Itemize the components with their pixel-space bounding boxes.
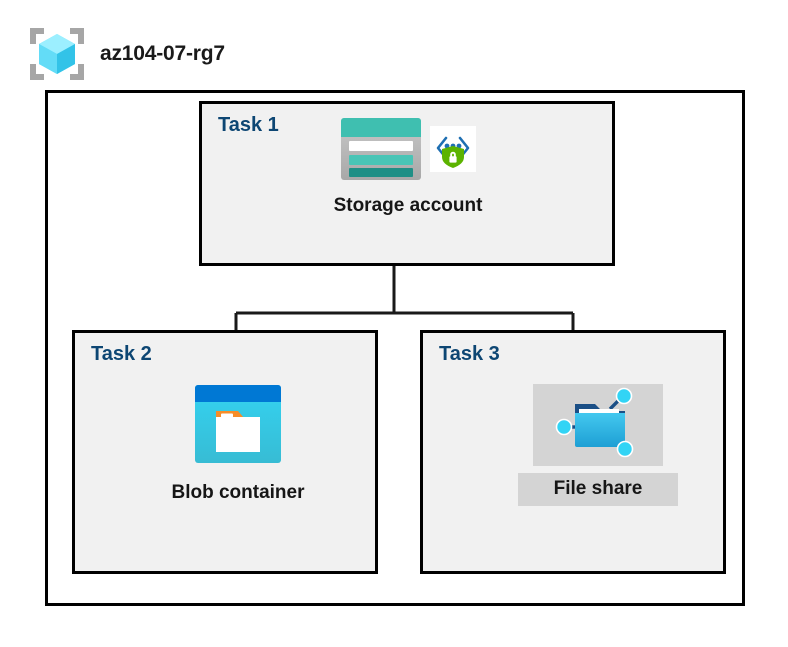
secure-endpoint-shield-icon [430,126,476,172]
node-file-share: File share [508,384,688,506]
task-2-boundary: Task 2 [72,330,378,574]
task-1-label: Task 1 [218,114,279,136]
file-share-icon [533,384,663,466]
task-2-label: Task 2 [91,343,152,365]
resource-group-name: az104-07-rg7 [100,42,225,65]
node-blob-container: Blob container [148,384,328,504]
blob-container-caption: Blob container [171,482,305,503]
file-share-caption: File share [517,473,679,506]
resource-group-header: az104-07-rg7 [28,26,225,82]
storage-account-caption: Storage account [333,195,483,216]
blob-container-icon [194,384,282,464]
resource-group-cube-icon [28,26,86,82]
task-3-label: Task 3 [439,343,500,365]
storage-account-icon-group [340,117,476,181]
storage-account-icon [340,117,422,181]
node-storage-account: Storage account [288,117,528,217]
